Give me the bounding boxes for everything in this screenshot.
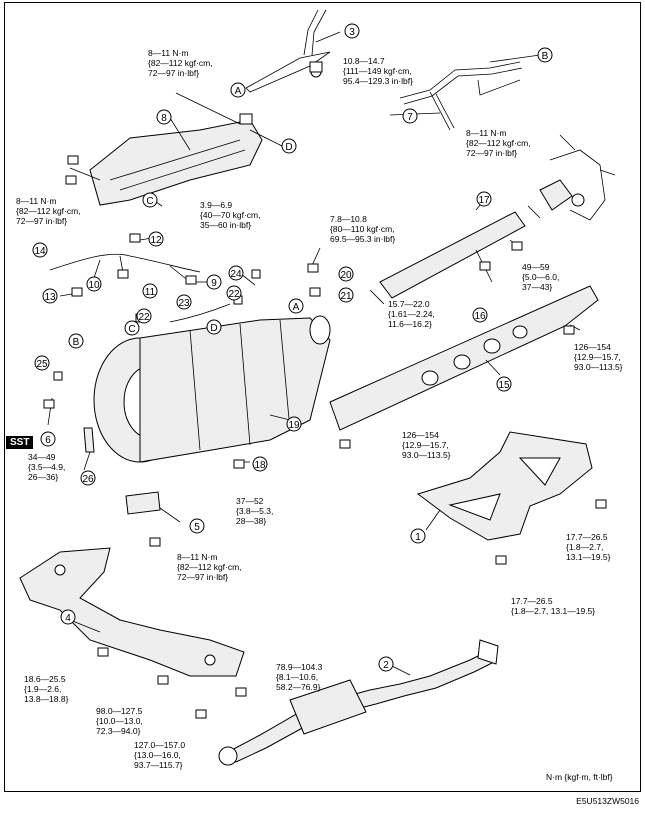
callout-5: 5 xyxy=(194,522,200,533)
callout-17: 17 xyxy=(478,195,490,206)
callout-4: 4 xyxy=(65,613,71,624)
figure-code: E5U513ZW5016 xyxy=(576,796,639,806)
torque-spec-16: 18.6—25.5 {1.9—2.6, 13.8—18.8} xyxy=(24,674,69,704)
exhaust-2-part xyxy=(218,639,499,766)
unit-note: N·m {kgf·m, ft·lbf} xyxy=(546,772,613,782)
torque-spec-15: 17.7—26.5 {1.8—2.7, 13.1—19.5} xyxy=(511,596,596,616)
callout-26: 26 xyxy=(82,474,94,485)
propeller-shaft-17-part xyxy=(369,179,573,305)
callout-16: 16 xyxy=(474,311,486,322)
harness-14-part xyxy=(49,233,201,297)
pipe-7-part xyxy=(399,61,523,131)
sst-badge: SST xyxy=(6,436,34,449)
callout-10: 10 xyxy=(88,280,100,291)
callout-6: 6 xyxy=(45,435,51,446)
letter-d-top: D xyxy=(285,142,292,153)
callout-15: 15 xyxy=(498,380,510,391)
crossmember-4-part xyxy=(19,547,245,677)
torque-spec-11: 34—49 {3.5—4.9, 26—36} xyxy=(28,452,66,482)
callout-12: 12 xyxy=(150,235,162,246)
callout-21: 21 xyxy=(340,291,352,302)
callout-20: 20 xyxy=(340,270,352,281)
callout-18: 18 xyxy=(254,460,266,471)
callout-3: 3 xyxy=(349,27,355,38)
differential-part xyxy=(549,134,616,221)
torque-spec-6: 7.8—10.8 {80—110 kgf·cm, 69.5—95.3 in·lb… xyxy=(330,214,396,244)
plate-1-part xyxy=(416,431,593,541)
shift-lever-part xyxy=(245,9,331,93)
letter-d-mid: D xyxy=(210,323,217,334)
letter-a-top: A xyxy=(235,86,242,97)
torque-spec-14: 17.7—26.5 {1.8—2.7, 13.1—19.5} xyxy=(566,532,611,562)
torque-spec-10: 126—154 {12.9—15.7, 93.0—113.5} xyxy=(402,430,451,460)
torque-spec-8: 15.7—22.0 {1.61—2.24, 11.6—16.2} xyxy=(388,299,435,329)
torque-spec-18: 78.9—104.3 {8.1—10.6, 58.2—76.9} xyxy=(276,662,323,692)
letter-c-mid: C xyxy=(128,324,135,335)
callout-22: 22 xyxy=(138,312,150,323)
insulator-8-part xyxy=(89,119,263,206)
torque-spec-1: 8—11 N·m {82—112 kgf·cm, 72—97 in·lbf} xyxy=(148,48,213,78)
transmission-19-part xyxy=(93,315,331,463)
callout-7: 7 xyxy=(407,112,413,123)
hose-23-part xyxy=(169,303,231,323)
callout-19: 19 xyxy=(288,420,300,431)
callout-labels: 3 7 8 12 9 11 10 13 14 23 24 22 22 20 21… xyxy=(34,27,548,671)
callout-9: 9 xyxy=(211,278,217,289)
torque-spec-5: 3.9—6.9 {40—70 kgf·cm, 35—60 in·lbf} xyxy=(200,200,261,230)
torque-spec-12: 37—52 {3.8—5.3, 28—38} xyxy=(236,496,274,526)
callout-14: 14 xyxy=(34,246,46,257)
letter-b-mid: B xyxy=(73,337,80,348)
torque-spec-17: 98.0—127.5 {10.0—13.0, 72.3—94.0} xyxy=(96,706,143,736)
callout-24: 24 xyxy=(230,269,242,280)
torque-spec-2: 10.8—14.7 {111—149 kgf·cm, 95.4—129.3 in… xyxy=(343,56,413,86)
crossmember-15-part xyxy=(329,285,599,431)
torque-spec-13: 8—11 N·m {82—112 kgf·cm, 72—97 in·lbf} xyxy=(177,552,242,582)
callout-13: 13 xyxy=(44,292,56,303)
callout-23: 23 xyxy=(178,298,190,309)
bracket-5-part xyxy=(125,491,161,515)
letter-a-mid: A xyxy=(293,302,300,313)
callout-2: 2 xyxy=(383,660,389,671)
callout-1: 1 xyxy=(415,532,421,543)
callout-8: 8 xyxy=(161,113,167,124)
gasket-26-part xyxy=(83,427,95,453)
torque-spec-19: 127.0—157.0 {13.0—16.0, 93.7—115.7} xyxy=(134,740,186,770)
torque-spec-3: 8—11 N·m {82—112 kgf·cm, 72—97 in·lbf} xyxy=(466,128,531,158)
torque-spec-4: 8—11 N·m {82—112 kgf·cm, 72—97 in·lbf} xyxy=(16,196,81,226)
callout-markers xyxy=(32,23,553,672)
letter-b-top: B xyxy=(542,51,549,62)
callout-25: 25 xyxy=(36,359,48,370)
callout-11: 11 xyxy=(145,287,156,298)
callout-22b: 22 xyxy=(228,289,240,300)
letter-c-top: C xyxy=(146,196,153,207)
torque-spec-9: 126—154 {12.9—15.7, 93.0—113.5} xyxy=(574,342,623,372)
torque-spec-7: 49—59 {5.0—6.0, 37—43} xyxy=(522,262,560,292)
figure-frame xyxy=(4,2,641,792)
